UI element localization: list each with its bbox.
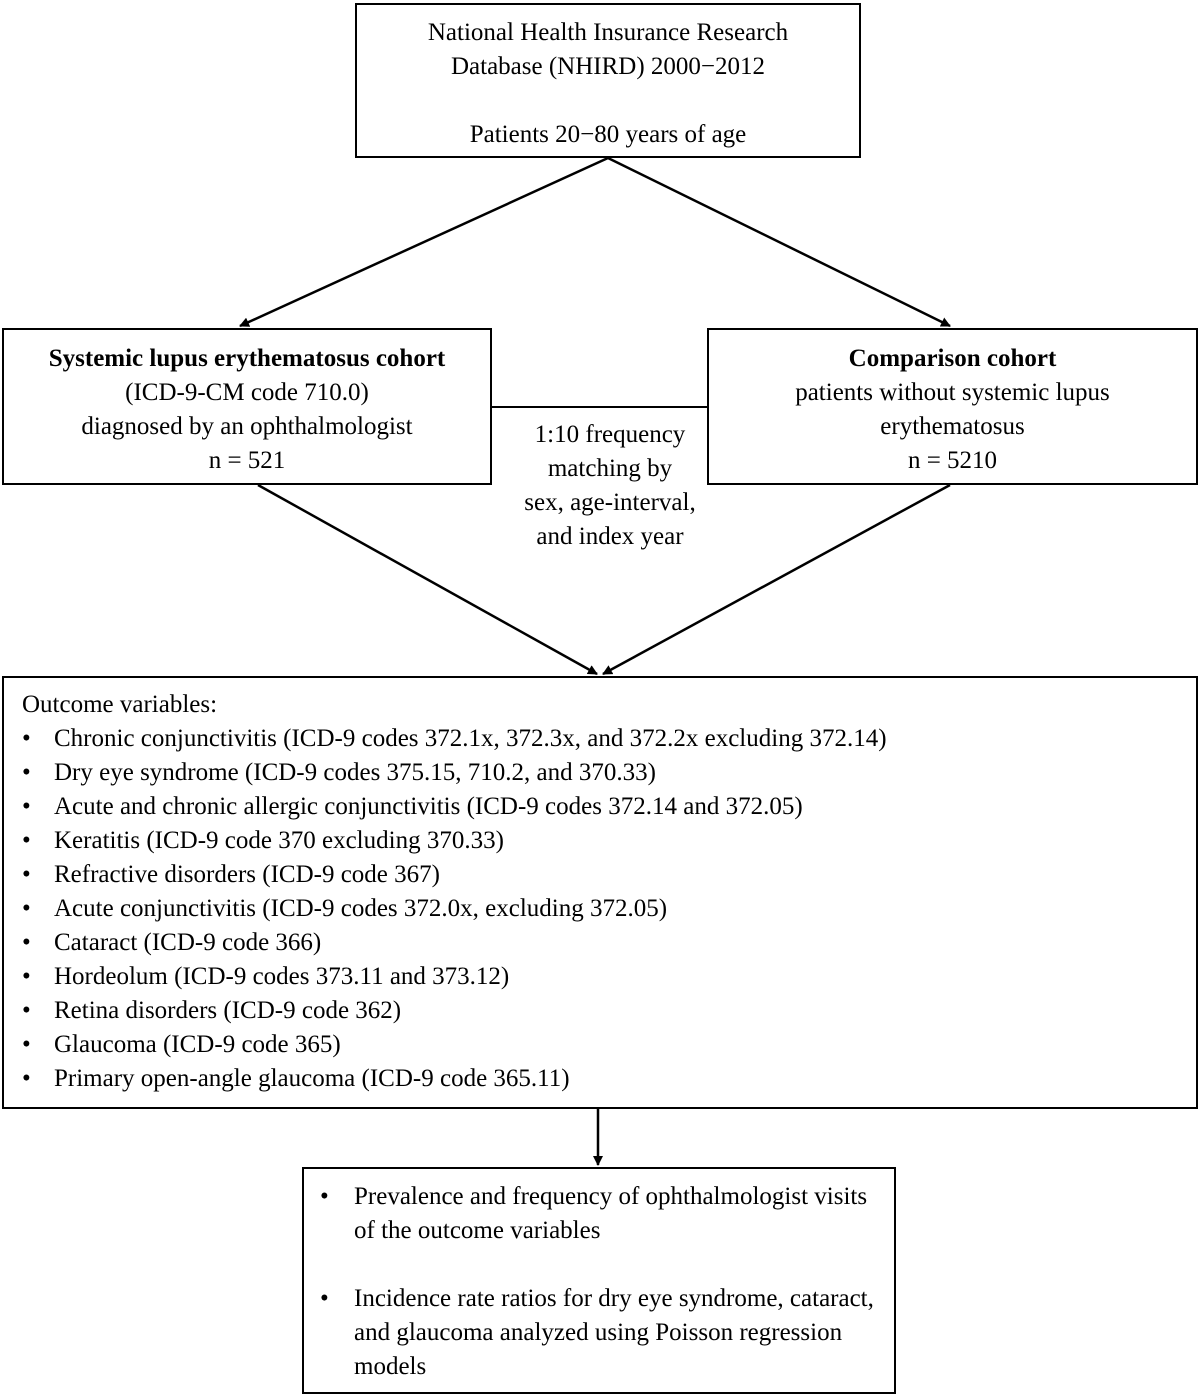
analysis-item-prevalence: Prevalence and frequency of ophthalmolog… <box>354 1183 868 1244</box>
bullet-icon: • <box>320 1183 329 1210</box>
outcome-item: Hordeolum (ICD-9 codes 373.11 and 373.12… <box>54 963 510 990</box>
bullet-icon: • <box>22 1065 31 1092</box>
arrow-to-comparison-cohort <box>607 156 951 328</box>
outcome-variables-box: Outcome variables: • Chronic conjunctivit… <box>2 676 1198 1109</box>
sle-cohort-title: Systemic lupus erythematosus cohort <box>48 345 446 372</box>
bullet-icon: • <box>22 929 31 956</box>
bullet-icon: • <box>22 827 31 854</box>
list-item: • Prevalence and frequency of ophthalmolo… <box>320 1180 884 1248</box>
analysis-box: • Prevalence and frequency of ophthalmolo… <box>302 1167 896 1394</box>
arrow-sle-to-outcomes <box>257 483 598 676</box>
outcome-item: Dry eye syndrome (ICD-9 codes 375.15, 71… <box>54 759 656 786</box>
outcome-item: Retina disorders (ICD-9 code 362) <box>54 997 402 1024</box>
data-source-line-2: Database (NHIRD) 2000−2012 <box>450 53 766 80</box>
bullet-icon: • <box>22 759 31 786</box>
list-item: • Primary open-angle glaucoma (ICD-9 code… <box>22 1062 1196 1096</box>
bullet-icon: • <box>320 1285 329 1312</box>
analysis-item-incidence: Incidence rate ratios for dry eye syndro… <box>354 1285 874 1380</box>
bullet-icon: • <box>22 725 31 752</box>
list-item: • Chronic conjunctivitis (ICD-9 codes 372… <box>22 722 1196 756</box>
sle-cohort-count: n = 521 <box>208 447 286 474</box>
list-item: • Glaucoma (ICD-9 code 365) <box>22 1028 1196 1062</box>
bullet-icon: • <box>22 963 31 990</box>
outcome-item: Keratitis (ICD-9 code 370 excluding 370.… <box>54 827 504 854</box>
list-item: • Retina disorders (ICD-9 code 362) <box>22 994 1196 1028</box>
data-source-line-1: National Health Insurance Research <box>427 19 789 46</box>
list-item: • Incidence rate ratios for dry eye syndr… <box>320 1282 884 1384</box>
outcome-item: Chronic conjunctivitis (ICD-9 codes 372.… <box>54 725 887 752</box>
matching-line-3: sex, age-interval, <box>524 489 696 516</box>
outcome-item: Refractive disorders (ICD-9 code 367) <box>54 861 440 888</box>
matching-line-4: and index year <box>536 523 684 550</box>
list-item: • Cataract (ICD-9 code 366) <box>22 926 1196 960</box>
sle-cohort-box: Systemic lupus erythematosus cohort (ICD… <box>2 328 492 485</box>
list-item: • Keratitis (ICD-9 code 370 excluding 370… <box>22 824 1196 858</box>
bullet-icon: • <box>22 793 31 820</box>
list-item: • Acute and chronic allergic conjunctivit… <box>22 790 1196 824</box>
outcome-list: • Chronic conjunctivitis (ICD-9 codes 372… <box>22 722 1196 1096</box>
matching-criteria: 1:10 frequency matching by sex, age-inte… <box>505 418 715 554</box>
bullet-icon: • <box>22 895 31 922</box>
comparison-cohort-desc-1: patients without systemic lupus <box>795 379 1110 406</box>
comparison-cohort-count: n = 5210 <box>907 447 998 474</box>
bullet-icon: • <box>22 997 31 1024</box>
list-item: • Hordeolum (ICD-9 codes 373.11 and 373.1… <box>22 960 1196 994</box>
comparison-cohort-title: Comparison cohort <box>848 345 1057 372</box>
matching-line-2: matching by <box>547 455 673 482</box>
comparison-cohort-box: Comparison cohort patients without syste… <box>707 328 1198 485</box>
outcome-item: Acute and chronic allergic conjunctiviti… <box>54 793 803 820</box>
comparison-cohort-desc-2: erythematosus <box>880 413 1025 440</box>
analysis-list: • Prevalence and frequency of ophthalmolo… <box>320 1180 884 1384</box>
sle-cohort-code: (ICD-9-CM code 710.0) <box>125 379 369 406</box>
age-criteria: Patients 20−80 years of age <box>469 121 747 148</box>
list-item: • Refractive disorders (ICD-9 code 367) <box>22 858 1196 892</box>
matching-line-1: 1:10 frequency <box>534 421 686 448</box>
outcome-item: Acute conjunctivitis (ICD-9 codes 372.0x… <box>54 895 668 922</box>
data-source-box: National Health Insurance Research Datab… <box>355 3 861 158</box>
outcome-item: Primary open-angle glaucoma (ICD-9 code … <box>54 1065 570 1092</box>
arrow-comparison-to-outcomes <box>602 483 951 676</box>
sle-cohort-diagnosis: diagnosed by an ophthalmologist <box>81 413 413 440</box>
outcome-item: Cataract (ICD-9 code 366) <box>54 929 322 956</box>
list-item: • Acute conjunctivitis (ICD-9 codes 372.0… <box>22 892 1196 926</box>
list-item: • Dry eye syndrome (ICD-9 codes 375.15, 7… <box>22 756 1196 790</box>
outcome-heading: Outcome variables: <box>22 691 218 718</box>
bullet-icon: • <box>22 861 31 888</box>
bullet-icon: • <box>22 1031 31 1058</box>
outcome-item: Glaucoma (ICD-9 code 365) <box>54 1031 341 1058</box>
arrow-to-sle-cohort <box>239 156 609 328</box>
